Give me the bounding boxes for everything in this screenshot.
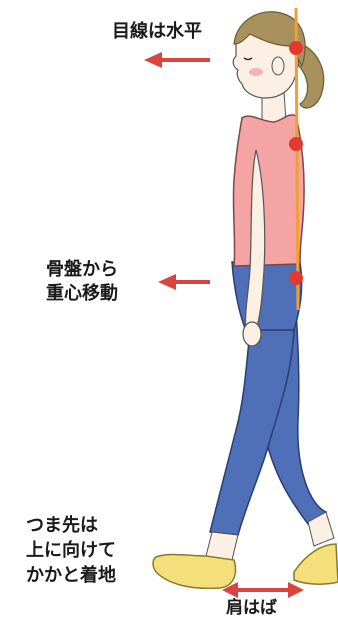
stride-label: 肩はば (226, 596, 277, 620)
hand (243, 322, 261, 346)
hip-joint-dot (289, 271, 303, 285)
front-shoe (153, 554, 235, 588)
back-shoe (294, 544, 338, 584)
pelvis-arrow (158, 274, 210, 290)
toe-label: つま先は 上に向けて かかと着地 (26, 513, 116, 588)
shoulder-joint-dot (289, 137, 303, 151)
cheek (249, 68, 263, 76)
ear (272, 57, 284, 75)
pelvis-label: 骨盤から 重心移動 (46, 258, 118, 306)
gaze-arrow (144, 52, 210, 68)
front-ankle (206, 532, 238, 560)
gaze-label: 目線は水平 (112, 20, 202, 44)
head-joint-dot (289, 41, 303, 55)
